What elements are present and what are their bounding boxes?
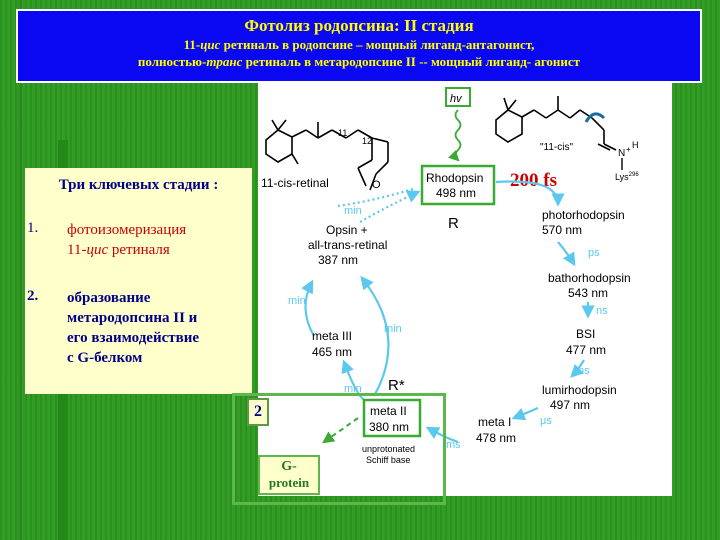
meta1-label: meta I bbox=[478, 415, 511, 429]
meta1-nm: 478 nm bbox=[476, 431, 516, 445]
h-label: H bbox=[632, 140, 639, 150]
rhodopsin-box bbox=[420, 164, 496, 206]
hv-label: hv bbox=[450, 93, 463, 105]
light-arrow bbox=[448, 109, 462, 162]
min-label-3: min bbox=[288, 295, 306, 307]
arrow-rho-photo bbox=[495, 180, 565, 207]
ns-label-1: ns bbox=[596, 305, 608, 317]
bathorhodopsin-nm: 543 nm bbox=[568, 286, 608, 300]
decor-stripe-left bbox=[18, 0, 22, 540]
title-subline-1: 11-цис ретиналь в родопсине – мощный лиг… bbox=[18, 36, 700, 53]
hv-box bbox=[445, 87, 471, 107]
stage-line: метародопсина II и bbox=[67, 310, 198, 326]
meta2-nm: 380 nm bbox=[369, 420, 409, 434]
stage-number: 2. bbox=[27, 288, 39, 304]
arrow-meta2-opsin bbox=[360, 275, 390, 397]
stages-heading: Три ключевых стадии : bbox=[58, 177, 219, 193]
arrow-meta2-meta3 bbox=[341, 359, 365, 401]
stage-fragment: ретиналя bbox=[108, 242, 170, 258]
stages-panel: Три ключевых стадии : 1. фотоизомеризаци… bbox=[25, 168, 252, 394]
title-box: Фотолиз родопсина: II стадия 11-цис рети… bbox=[16, 9, 702, 83]
stage-fragment-italic: цис bbox=[86, 242, 109, 258]
title-text: полностью- bbox=[137, 54, 207, 69]
arrow-opsin-rho bbox=[359, 190, 421, 223]
oxygen-label: O bbox=[372, 179, 381, 191]
gprotein-arrow bbox=[322, 417, 359, 444]
plus-label: + bbox=[626, 145, 631, 154]
us-label: μs bbox=[540, 415, 552, 427]
lys-label: Lys296 bbox=[615, 172, 639, 182]
arrow-bsi-lumi bbox=[570, 359, 585, 378]
rhodopsin-label: Rhodopsin bbox=[426, 171, 483, 185]
min-label-1: min bbox=[344, 383, 362, 395]
opsin-nm: 387 nm bbox=[318, 253, 358, 267]
carbon-11-label: 11 bbox=[338, 128, 347, 138]
lumirhodopsin-nm: 497 nm bbox=[550, 398, 590, 412]
stage-line: 11-цис ретиналя bbox=[67, 240, 247, 260]
bsi-nm: 477 nm bbox=[566, 343, 606, 357]
ps-label: ps bbox=[588, 247, 600, 259]
all-trans-label: all-trans-retinal bbox=[308, 238, 387, 252]
min-label-2: min bbox=[384, 323, 402, 335]
meta3-label: meta III bbox=[312, 329, 352, 343]
r-star-label: R* bbox=[388, 377, 405, 394]
gprotein-box: G- protein bbox=[258, 455, 320, 495]
min-label-4: min bbox=[344, 205, 362, 217]
photorhodopsin-nm: 570 nm bbox=[542, 223, 582, 237]
r-label: R bbox=[448, 215, 459, 232]
title-italic: транс bbox=[206, 54, 243, 69]
stage-line: образование bbox=[67, 290, 151, 306]
lys-number: 296 bbox=[629, 172, 640, 178]
stage-text: фотоизомеризация 11-цис ретиналя bbox=[67, 220, 247, 260]
stage-line: с G-белком bbox=[67, 350, 143, 366]
lumirhodopsin-label: lumirhodopsin bbox=[542, 383, 617, 397]
arrow-lumi-meta1 bbox=[511, 406, 539, 421]
meta2-box bbox=[362, 398, 422, 438]
retinal-label: 11-cis-retinal bbox=[261, 176, 329, 190]
slide-title: Фотолиз родопсина: II стадия bbox=[244, 16, 474, 35]
nitrogen-label: N bbox=[618, 148, 625, 159]
meta3-nm: 465 nm bbox=[312, 345, 352, 359]
ms-label: ms bbox=[446, 439, 461, 451]
rhodopsin-nm: 498 nm bbox=[436, 186, 476, 200]
stage-fragment: 11- bbox=[67, 242, 87, 258]
gprotein-line2: protein bbox=[268, 475, 310, 490]
stage-line: фотоизомеризация bbox=[67, 222, 187, 238]
gprotein-frame bbox=[232, 393, 446, 505]
stage-text: образование метародопсина II и его взаим… bbox=[67, 288, 247, 368]
unprotonated-label: unprotonated bbox=[362, 444, 415, 454]
schiff-label: Schiff base bbox=[366, 455, 410, 465]
photorhodopsin-label: photorhodopsin bbox=[542, 208, 625, 222]
diagram-svg: 11 12 O 11-cis-retinal hv "11-cis" N H +… bbox=[261, 87, 639, 465]
title-text: ретиналь в метародопсине II -- мощный ли… bbox=[242, 54, 581, 69]
rotation-arrow bbox=[584, 112, 606, 123]
step-badge: 2 bbox=[247, 398, 269, 426]
arrow-meta3-opsin bbox=[301, 279, 315, 337]
carbon-12-label: 12 bbox=[362, 136, 372, 146]
title-text: ретиналь в родопсине – мощный лиганд-ант… bbox=[220, 37, 535, 52]
title-text: 11- bbox=[183, 37, 201, 52]
cis-chromophore-structure bbox=[495, 96, 617, 151]
arrow-photo-batho bbox=[557, 241, 576, 267]
stage-line: его взаимодействие bbox=[67, 330, 200, 346]
cis-label: "11-cis" bbox=[540, 142, 573, 153]
gprotein-line1: G- bbox=[281, 459, 297, 474]
bathorhodopsin-label: bathorhodopsin bbox=[548, 271, 631, 285]
meta2-label: meta II bbox=[370, 404, 407, 418]
title-italic: цис bbox=[200, 37, 221, 52]
photolysis-diagram: 11 12 O 11-cis-retinal hv "11-cis" N H +… bbox=[258, 82, 672, 496]
ns-label-2: ns bbox=[578, 365, 590, 377]
arrow-retinal-rho bbox=[337, 186, 417, 208]
lys-text: Lys bbox=[615, 172, 629, 182]
opsin-label: Opsin + bbox=[326, 223, 368, 237]
bsi-label: BSI bbox=[576, 327, 595, 341]
retinal-structure bbox=[265, 119, 389, 191]
stage-number: 1. bbox=[27, 220, 39, 236]
title-subline-2: полностью-транс ретиналь в метародопсине… bbox=[18, 53, 700, 70]
